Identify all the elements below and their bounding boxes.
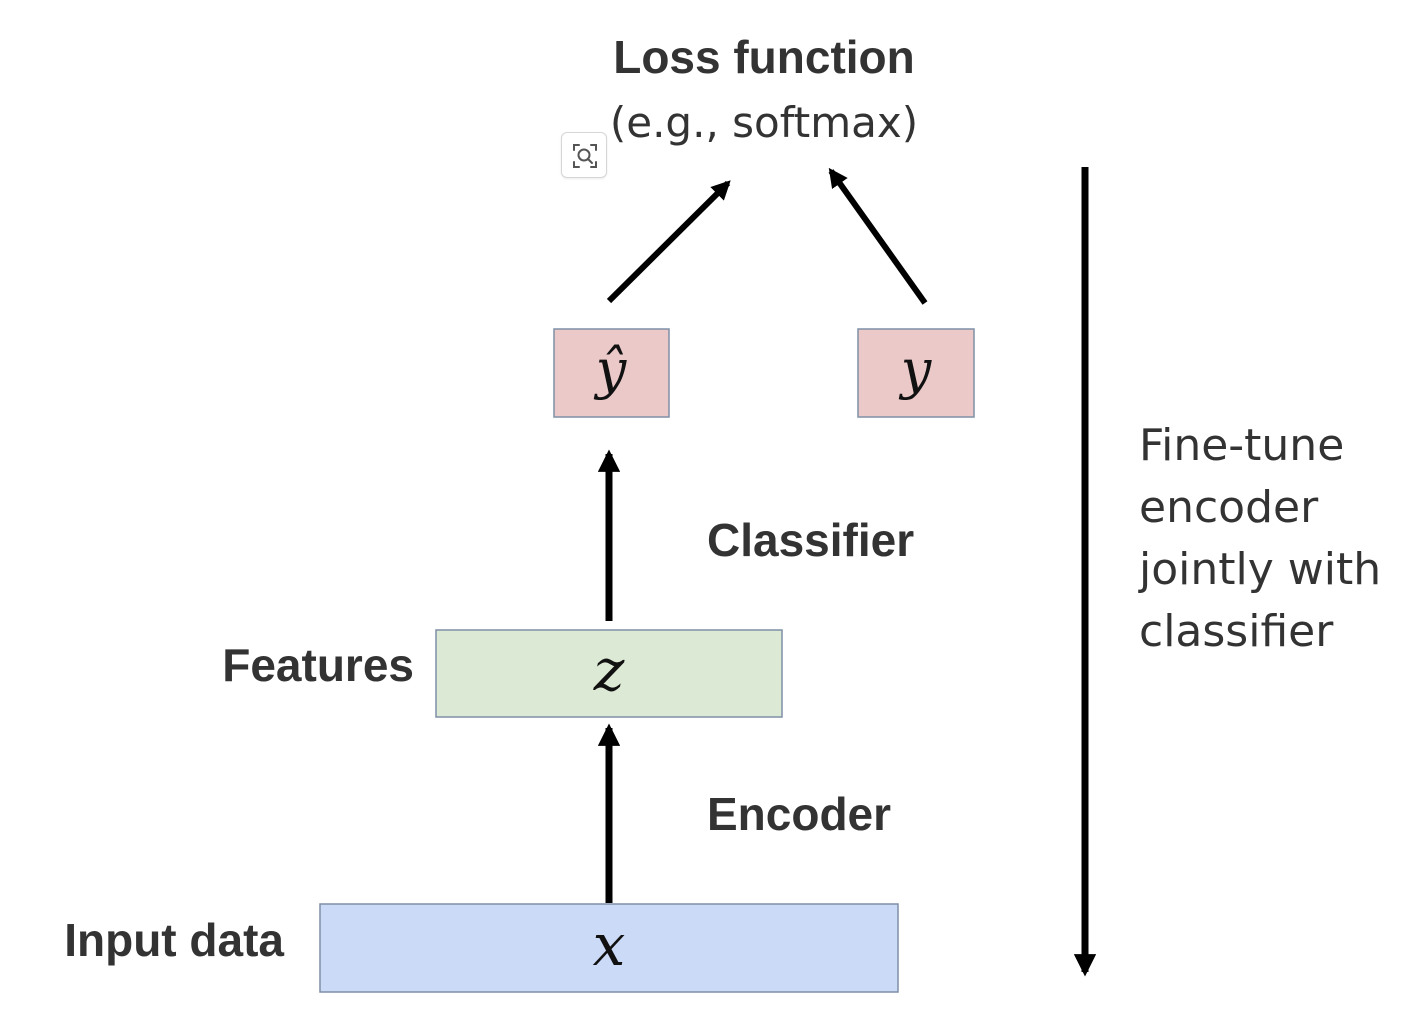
node-z-box bbox=[435, 629, 783, 718]
fine-tune-note: Fine-tune encoder jointly with classifie… bbox=[1138, 420, 1381, 657]
zoom-in-icon bbox=[573, 144, 597, 168]
fine-tune-note-line: jointly with bbox=[1138, 544, 1381, 595]
features-label: Features bbox=[222, 639, 414, 691]
node-x-symbol: x bbox=[593, 911, 626, 979]
node-y-hat-symbol: ŷ bbox=[594, 338, 628, 401]
loss-function-title: Loss function bbox=[613, 31, 915, 83]
node-x-box bbox=[319, 903, 899, 993]
fine-tune-note-line: classifier bbox=[1139, 606, 1334, 657]
encoder-label: Encoder bbox=[707, 788, 891, 840]
loss-function-subtitle: (e.g., softmax) bbox=[610, 98, 918, 147]
arrow-yhat-to-loss bbox=[606, 180, 731, 304]
fine-tune-note-line: Fine-tune bbox=[1139, 420, 1344, 471]
arrow-y-to-loss bbox=[828, 167, 928, 305]
input-data-label: Input data bbox=[64, 914, 284, 966]
node-z: z bbox=[435, 629, 783, 718]
node-y: y bbox=[857, 328, 975, 418]
node-x: x bbox=[319, 903, 899, 993]
node-z-symbol: z bbox=[593, 636, 625, 704]
classifier-label: Classifier bbox=[707, 514, 914, 566]
node-y-hat-box bbox=[553, 328, 670, 418]
node-y-box bbox=[857, 328, 975, 418]
zoom-in-button[interactable] bbox=[561, 132, 607, 178]
node-y-symbol: y bbox=[899, 338, 933, 401]
node-y-hat: ŷ bbox=[553, 328, 670, 418]
fine-tune-note-line: encoder bbox=[1139, 482, 1319, 533]
